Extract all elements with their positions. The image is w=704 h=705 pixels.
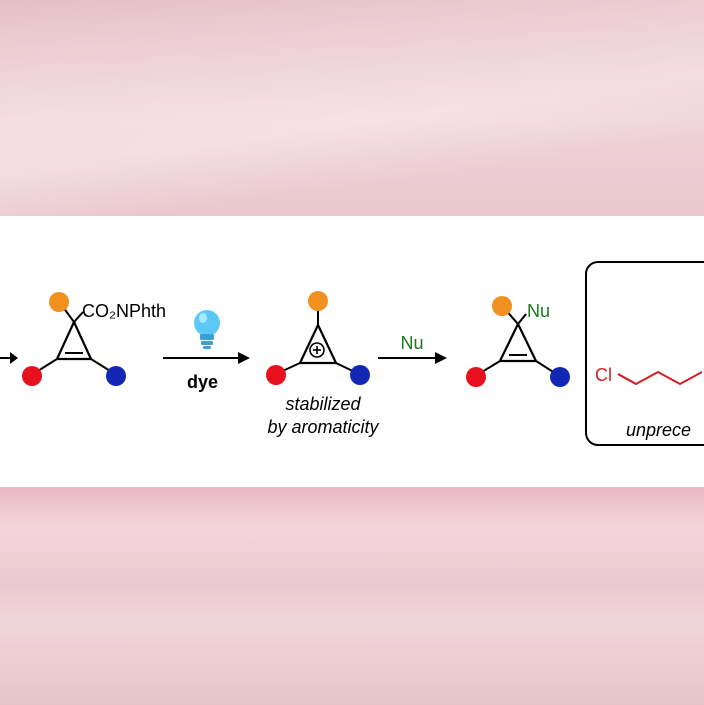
product-cyclopropene bbox=[466, 296, 570, 387]
catalyst-label: dye bbox=[187, 372, 218, 392]
arrowhead-nucleophile bbox=[435, 352, 447, 364]
caption-line-1: stabilized bbox=[285, 394, 361, 414]
reagent-group-label: CO₂NPhth bbox=[82, 301, 166, 321]
substituent-orange bbox=[308, 291, 328, 311]
background-bottom bbox=[0, 487, 704, 705]
c-cl-bond bbox=[617, 373, 637, 385]
box-caption: unprece bbox=[626, 420, 691, 440]
light-bulb-icon bbox=[194, 310, 220, 349]
starting-cyclopropene bbox=[22, 292, 126, 386]
chlorine-atom-label: Cl bbox=[595, 365, 612, 385]
nucleophile-label: Nu bbox=[400, 333, 423, 353]
substituent-orange bbox=[492, 296, 512, 316]
substituent-red bbox=[266, 365, 286, 385]
substituent-red bbox=[466, 367, 486, 387]
substituent-blue bbox=[550, 367, 570, 387]
product-scope-box bbox=[585, 261, 704, 446]
arrowhead-dye bbox=[238, 352, 250, 364]
nucleophile-substituent-label: Nu bbox=[527, 301, 550, 321]
incoming-arrowhead bbox=[10, 352, 18, 364]
substituent-red bbox=[22, 366, 42, 386]
substituent-blue bbox=[106, 366, 126, 386]
substituent-blue bbox=[350, 365, 370, 385]
cyclopropenium-cation bbox=[266, 291, 370, 385]
substituent-orange bbox=[49, 292, 69, 312]
caption-line-2: by aromaticity bbox=[267, 417, 379, 437]
background-top bbox=[0, 0, 704, 216]
